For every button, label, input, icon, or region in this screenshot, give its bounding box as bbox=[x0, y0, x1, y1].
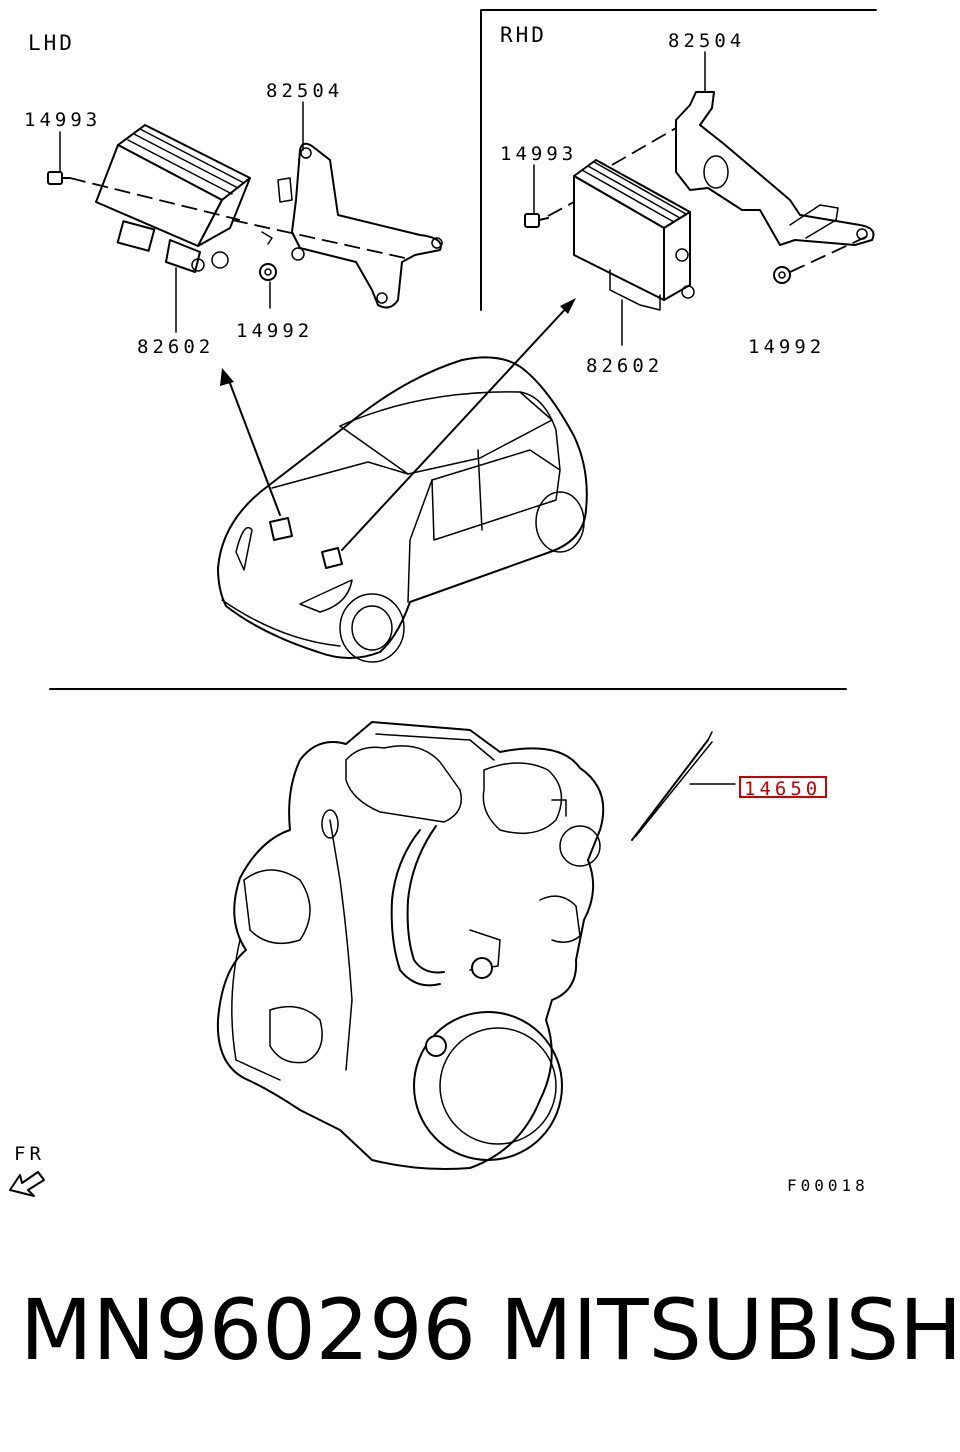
rhd-section: RHD bbox=[500, 23, 875, 377]
lhd-section: LHD bbox=[24, 31, 443, 358]
lhd-screw[interactable] bbox=[47, 171, 71, 185]
part-number-caption: MN960296 bbox=[20, 1281, 476, 1379]
rhd-label-82504: 82504 bbox=[668, 30, 745, 52]
front-indicator: FR bbox=[9, 1143, 45, 1197]
front-indicator-label: FR bbox=[14, 1143, 45, 1165]
brand-caption: MITSUBISHI bbox=[500, 1281, 960, 1379]
glow-plug[interactable] bbox=[631, 731, 736, 841]
rhd-nut[interactable] bbox=[773, 266, 791, 284]
lhd-label-82602: 82602 bbox=[137, 336, 214, 358]
lhd-label: LHD bbox=[28, 31, 75, 55]
rhd-screw[interactable] bbox=[524, 213, 549, 228]
lhd-nut[interactable] bbox=[259, 263, 277, 281]
rhd-bracket[interactable] bbox=[675, 91, 875, 246]
lhd-label-82504: 82504 bbox=[266, 80, 343, 102]
location-arrows bbox=[220, 298, 576, 551]
rhd-control-unit[interactable] bbox=[573, 159, 695, 311]
lhd-bracket[interactable] bbox=[261, 142, 443, 309]
rhd-label-82602: 82602 bbox=[586, 355, 663, 377]
rhd-label-14992: 14992 bbox=[748, 336, 825, 358]
lhd-control-unit[interactable] bbox=[95, 124, 251, 273]
rhd-label-14993: 14993 bbox=[500, 143, 577, 165]
rhd-frame bbox=[480, 9, 877, 311]
highlighted-part-label: 14650 bbox=[744, 778, 821, 800]
figure-code: F00018 bbox=[787, 1176, 869, 1195]
vehicle-illustration bbox=[217, 356, 588, 663]
lhd-label-14993: 14993 bbox=[24, 109, 101, 131]
highlighted-part-callout[interactable]: 14650 bbox=[739, 776, 827, 800]
rhd-label: RHD bbox=[500, 23, 547, 47]
front-arrow-icon bbox=[9, 1171, 45, 1197]
part-highlight-box bbox=[739, 776, 827, 798]
engine-illustration bbox=[216, 721, 605, 1170]
lhd-label-14992: 14992 bbox=[236, 320, 313, 342]
